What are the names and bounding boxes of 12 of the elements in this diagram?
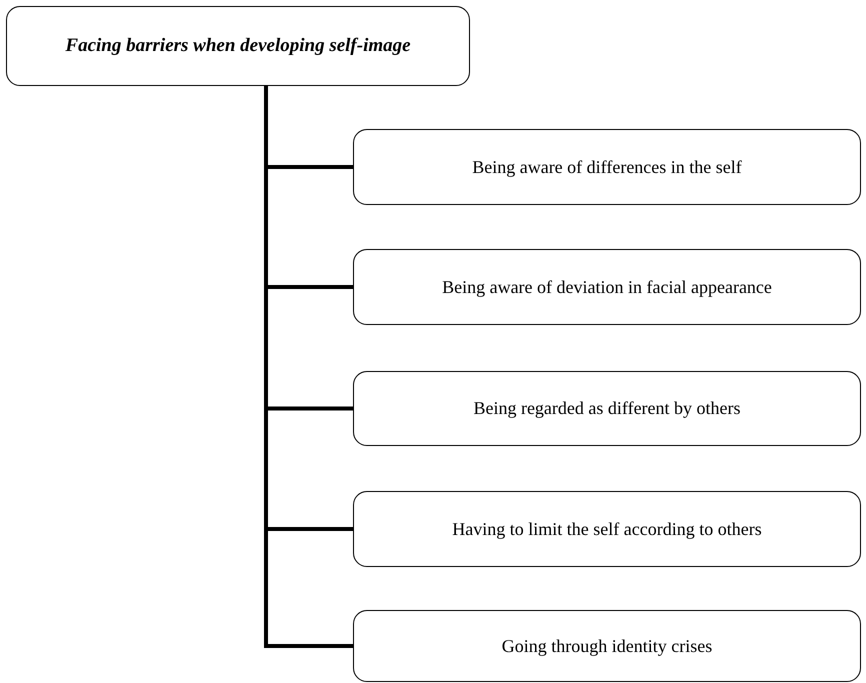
- box-text: Being regarded as different by others: [473, 398, 741, 419]
- root-box: [6, 6, 470, 86]
- box-text: Being aware of deviation in facial appearance: [442, 276, 772, 298]
- branch-box: [353, 129, 861, 205]
- heading-text: Facing barriers when developing self-image: [65, 35, 411, 57]
- branch-box: [353, 610, 861, 682]
- branch-box: [353, 491, 861, 567]
- box-text: Going through identity crises: [502, 636, 712, 656]
- branch-box: [353, 371, 861, 446]
- box-text: Being aware of differences in the self: [472, 156, 742, 178]
- box-text: Having to limit the self according to others: [452, 518, 762, 540]
- branch-box: [353, 249, 861, 325]
